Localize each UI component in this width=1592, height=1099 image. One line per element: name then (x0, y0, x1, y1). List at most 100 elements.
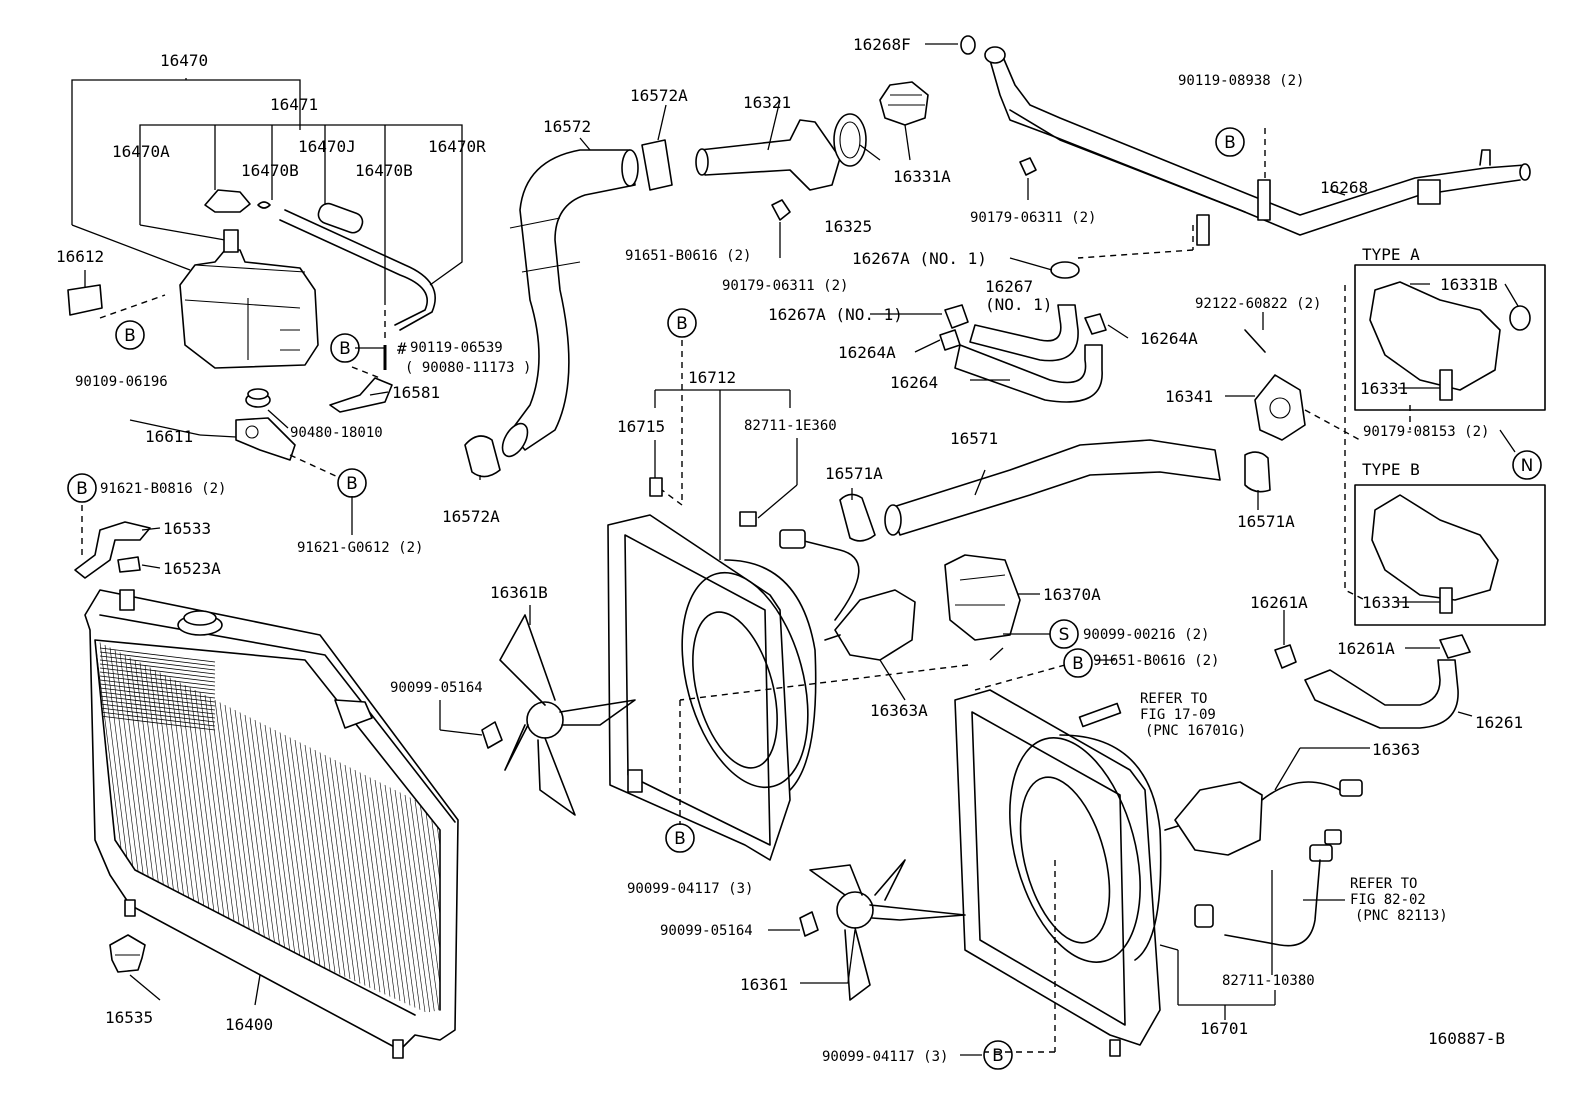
stud-92122 (1244, 329, 1266, 353)
label-91621-B0816: 91621-B0816 (2) (100, 481, 226, 497)
symbol-b-7: B (1063, 648, 1093, 678)
hose-16267 (969, 304, 1079, 362)
bracket-16611 (235, 417, 296, 461)
label-90119-08938: 90119-08938 (2) (1178, 73, 1304, 89)
fan-16361 (809, 859, 966, 1001)
label-16261A-right: 16261A (1337, 639, 1395, 658)
clamp-16261A-top (1274, 644, 1297, 669)
label-82711-10380: 82711-10380 (1222, 973, 1315, 989)
label-16612: 16612 (56, 247, 104, 266)
label-type-a: TYPE A (1362, 245, 1420, 264)
reference-symbols: B B B B B B B B B S N (67, 127, 1542, 1070)
reservoir-cap (204, 189, 251, 213)
bushing-16535 (109, 934, 146, 973)
label-16571A-left: 16571A (825, 464, 883, 483)
label-16533: 16533 (163, 519, 211, 538)
label-type-b: TYPE B (1362, 460, 1420, 479)
cushion-16523A (117, 556, 141, 573)
svg-text:B: B (992, 1046, 1004, 1066)
label-90179-08153: 90179-08153 (2) (1363, 424, 1489, 440)
label-90109-06196: 90109-06196 (75, 374, 168, 390)
water-outlet-16321 (699, 119, 841, 191)
symbol-b-3: B (337, 468, 367, 498)
label-16400: 16400 (225, 1015, 273, 1034)
label-16268: 16268 (1320, 178, 1368, 197)
label-91651-B0616-a: 91651-B0616 (2) (625, 248, 751, 264)
symbol-s: S (1049, 619, 1079, 649)
gasket-16341 (1254, 374, 1306, 441)
label-90119-06539: 90119-06539 (410, 340, 503, 356)
svg-text:B: B (339, 339, 351, 359)
radiator (84, 589, 459, 1059)
label-16470A: 16470A (112, 142, 170, 161)
label-16267: 16267 (985, 277, 1033, 296)
fan-motor-16363A (834, 589, 916, 661)
bolt-90179-b (1019, 157, 1037, 176)
type-a-box (1354, 264, 1546, 411)
label-16470B-a: 16470B (241, 161, 299, 180)
label-16331-a: 16331 (1360, 379, 1408, 398)
reservoir-neck (223, 229, 239, 253)
label-90099-04117-a: 90099-04117 (3) (627, 881, 753, 897)
hose-16261 (1274, 634, 1471, 729)
label-hash: # (397, 339, 407, 358)
bolt-90099-05164-a (481, 721, 503, 749)
svg-text:B: B (676, 314, 688, 334)
label-16264A-right: 16264A (1140, 329, 1198, 348)
label-16261: 16261 (1475, 713, 1523, 732)
label-16361B: 16361B (490, 583, 548, 602)
label-16571A-right: 16571A (1237, 512, 1295, 531)
label-16470R: 16470R (428, 137, 486, 156)
label-refer1-l3: (PNC 16701G) (1145, 723, 1246, 739)
label-16361: 16361 (740, 975, 788, 994)
label-16264A-left: 16264A (838, 343, 896, 362)
label-16572A-top: 16572A (630, 86, 688, 105)
water-outlet-group (695, 35, 976, 221)
water-pipe-16268 (984, 46, 1531, 246)
svg-text:B: B (674, 829, 686, 849)
radiator-core (95, 640, 440, 1015)
svg-text:B: B (1072, 654, 1084, 674)
bracket-16612 (67, 284, 103, 316)
reservoir-tank (179, 249, 319, 369)
label-90099-00216: 90099-00216 (2) (1083, 627, 1209, 643)
clamp-16264A-right (1084, 313, 1107, 335)
clamp-16571A-left (839, 493, 876, 542)
label-16470J: 16470J (298, 137, 356, 156)
label-refer2-l2: FIG 82-02 (1350, 892, 1426, 908)
type-b-box (1354, 484, 1546, 626)
bolt-16331B (1509, 305, 1531, 331)
motor-connector-b (1339, 779, 1363, 797)
label-16471: 16471 (270, 95, 318, 114)
label-refer2-l3: (PNC 82113) (1355, 908, 1448, 924)
label-90080-11173: ( 90080-11173 ) (405, 360, 531, 376)
clamp-16572A-bottom (464, 435, 501, 478)
o-ring-16268F (960, 35, 976, 55)
label-90179-06311-b: 90179-06311 (2) (970, 210, 1096, 226)
label-16715: 16715 (617, 417, 665, 436)
clamp-82711-1E360 (739, 511, 757, 527)
label-refer1-l1: REFER TO (1140, 691, 1207, 707)
label-82711-1E360: 82711-1E360 (744, 418, 837, 434)
symbol-b-1: B (115, 320, 145, 350)
label-16331-b: 16331 (1362, 593, 1410, 612)
label-16571: 16571 (950, 429, 998, 448)
water-inlet-type-b (1371, 494, 1499, 601)
symbol-b-2: B (330, 333, 360, 363)
water-inlet-type-a (1369, 281, 1501, 391)
clamp-16261A-right (1439, 634, 1471, 659)
label-16523A: 16523A (163, 559, 221, 578)
svg-text:B: B (1224, 133, 1236, 153)
label-16331A: 16331A (893, 167, 951, 186)
symbol-b-6: B (1215, 127, 1245, 157)
clamp-16572A-top (641, 139, 673, 191)
label-16268F: 16268F (853, 35, 911, 54)
bypass-hoses (939, 261, 1107, 403)
diagram-id: 160887-B (1428, 1029, 1505, 1048)
hose-16470J (317, 202, 364, 234)
clamp-16267A-a (1050, 261, 1080, 279)
motor-cover-16370A (944, 554, 1021, 641)
label-16363: 16363 (1372, 740, 1420, 759)
hose-16264 (954, 344, 1103, 403)
label-16370A: 16370A (1043, 585, 1101, 604)
